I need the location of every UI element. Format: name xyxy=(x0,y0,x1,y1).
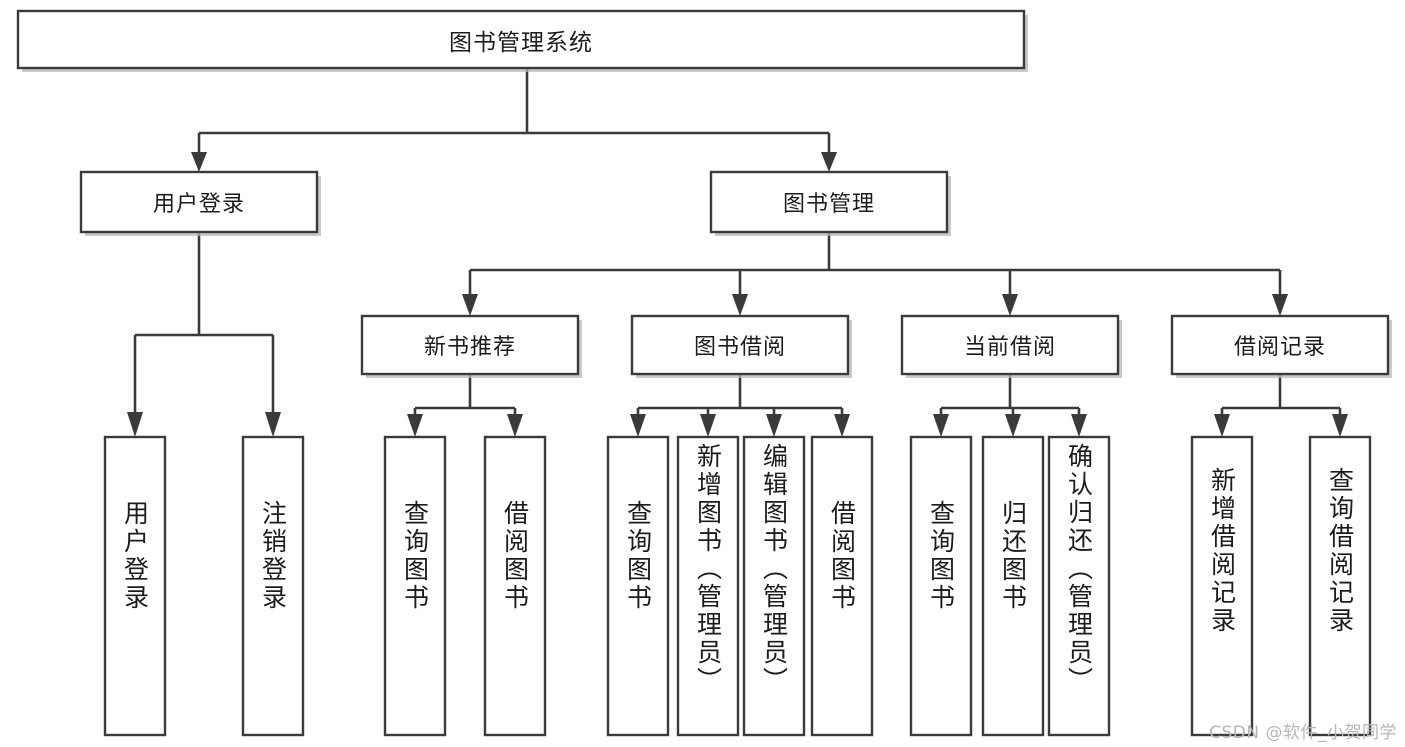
connector-group-user-login xyxy=(127,232,281,437)
arrowhead-leaf-return-book xyxy=(1005,414,1021,437)
root-node-box[interactable] xyxy=(16,9,1026,70)
leaf-query-book-borrow-box[interactable] xyxy=(606,435,670,737)
leaf-edit-book-admin-box[interactable] xyxy=(742,435,806,737)
arrowhead-book-manage xyxy=(821,152,837,172)
leaf-user-login-box[interactable] xyxy=(103,435,167,737)
leaf-add-borrow-record-box[interactable] xyxy=(1190,435,1254,737)
new-book-recommend-box[interactable] xyxy=(360,314,580,376)
arrowhead-leaf-user-login xyxy=(127,412,143,437)
arrowhead-leaf-query-borrow-record xyxy=(1332,414,1348,437)
connector-group-new-book-recommend xyxy=(407,374,523,437)
connector-group-root xyxy=(191,68,837,172)
leaf-logout-box[interactable] xyxy=(241,435,305,737)
leaf-query-book-current-box[interactable] xyxy=(909,435,973,737)
leaf-confirm-return-admin-box[interactable] xyxy=(1047,435,1111,737)
arrowhead-leaf-borrow-book-rec xyxy=(507,414,523,437)
arrowhead-leaf-query-book-borrow xyxy=(630,414,646,437)
leaf-borrow-book-rec-box[interactable] xyxy=(483,435,547,737)
leaf-borrow-book-box[interactable] xyxy=(810,435,874,737)
arrowhead-leaf-add-book-admin xyxy=(700,414,716,437)
arrowhead-leaf-edit-book-admin xyxy=(766,414,782,437)
arrowhead-leaf-query-book-rec xyxy=(407,414,423,437)
user-login-box[interactable] xyxy=(79,170,319,234)
connector-group-book-borrow xyxy=(630,374,850,437)
borrow-record-box[interactable] xyxy=(1170,314,1390,376)
leaf-add-book-admin-box[interactable] xyxy=(676,435,740,737)
arrowhead-leaf-borrow-book xyxy=(834,414,850,437)
connector-group-book-manage xyxy=(462,232,1288,316)
leaf-query-borrow-record-box[interactable] xyxy=(1308,435,1372,737)
leaf-query-book-rec-box[interactable] xyxy=(383,435,447,737)
arrowhead-leaf-query-book-current xyxy=(933,414,949,437)
arrowhead-new-book-recommend xyxy=(462,294,478,316)
arrowhead-current-borrow xyxy=(1002,294,1018,316)
arrowhead-leaf-confirm-return-admin xyxy=(1071,414,1087,437)
book-manage-box[interactable] xyxy=(709,170,949,234)
arrowhead-book-borrow xyxy=(732,294,748,316)
leaf-return-book-box[interactable] xyxy=(981,435,1045,737)
arrowhead-leaf-logout xyxy=(265,412,281,437)
watermark: CSDN @软件_小贺同学 xyxy=(1209,723,1397,743)
arrowhead-borrow-record xyxy=(1272,294,1288,316)
arrowhead-user-login xyxy=(191,152,207,172)
current-borrow-box[interactable] xyxy=(900,314,1120,376)
connector-group-borrow-record xyxy=(1214,374,1348,437)
book-borrow-box[interactable] xyxy=(630,314,850,376)
arrowhead-leaf-add-borrow-record xyxy=(1214,414,1230,437)
connector-group-current-borrow xyxy=(933,374,1087,437)
